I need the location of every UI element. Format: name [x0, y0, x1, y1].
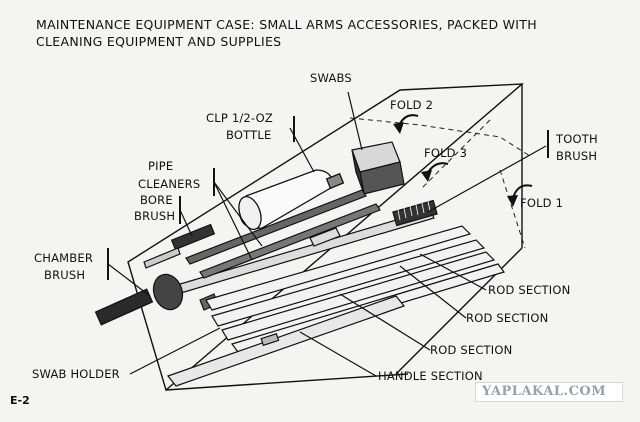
watermark: YAPLAKAL.COM	[482, 384, 607, 399]
label-swab-holder: SWAB HOLDER	[32, 367, 120, 381]
label-rod-section-3: ROD SECTION	[430, 343, 512, 357]
label-bore-brush-line-1: BORE	[140, 193, 173, 207]
label-fold-2: FOLD 2	[390, 98, 433, 112]
swab-holder	[260, 332, 280, 347]
label-pipe-cleaners-line-1: PIPE	[148, 159, 173, 173]
label-fold-1: FOLD 1	[520, 196, 563, 210]
case-bottom-edge	[165, 373, 409, 391]
label-pipe-cleaners-line-2: CLEANERS	[138, 177, 200, 191]
label-bore-brush-line-2: BRUSH	[134, 209, 175, 223]
fold-line-right	[499, 169, 526, 249]
fold-line-top	[349, 117, 531, 157]
fold-3-arrowhead-icon	[421, 170, 432, 182]
rod-bar-2	[211, 239, 486, 327]
watermark-box	[475, 382, 623, 402]
leader-lines	[107, 91, 549, 377]
fold-line-diagonal	[419, 119, 491, 191]
label-fold-3: FOLD 3	[424, 146, 467, 160]
label-rod-section-1: ROD SECTION	[488, 283, 570, 297]
handle-bar	[167, 295, 405, 387]
title-line-1: MAINTENANCE EQUIPMENT CASE: SMALL ARMS A…	[36, 17, 537, 32]
label-swabs: SWABS	[310, 71, 352, 85]
fold-2-arrowhead-icon	[393, 122, 404, 134]
label-clp-line-1: CLP 1/2-OZ	[206, 111, 273, 125]
fold-1-arrowhead-icon	[507, 195, 518, 207]
fold-lines	[349, 117, 531, 249]
pipe-cleaners	[185, 189, 381, 279]
rod-sections	[167, 225, 505, 387]
label-tooth-brush-line-2: BRUSH	[556, 149, 597, 163]
clp-bottle	[238, 169, 345, 230]
fold-arrows	[393, 114, 533, 207]
label-clp-line-2: BOTTLE	[226, 128, 271, 142]
rod-bar-3	[221, 251, 496, 341]
label-handle-section: HANDLE SECTION	[378, 369, 483, 383]
swabs-pack	[351, 141, 405, 195]
label-tooth-brush-line-1: TOOTH	[555, 132, 598, 146]
label-chamber-brush-line-2: BRUSH	[44, 268, 85, 282]
title-line-2: CLEANING EQUIPMENT AND SUPPLIES	[36, 34, 281, 49]
bore-brush	[143, 223, 341, 269]
rod-bar-1	[205, 225, 472, 311]
label-chamber-brush-line-1: CHAMBER	[34, 251, 93, 265]
label-rod-section-2: ROD SECTION	[466, 311, 548, 325]
page-number: E-2	[10, 394, 30, 407]
